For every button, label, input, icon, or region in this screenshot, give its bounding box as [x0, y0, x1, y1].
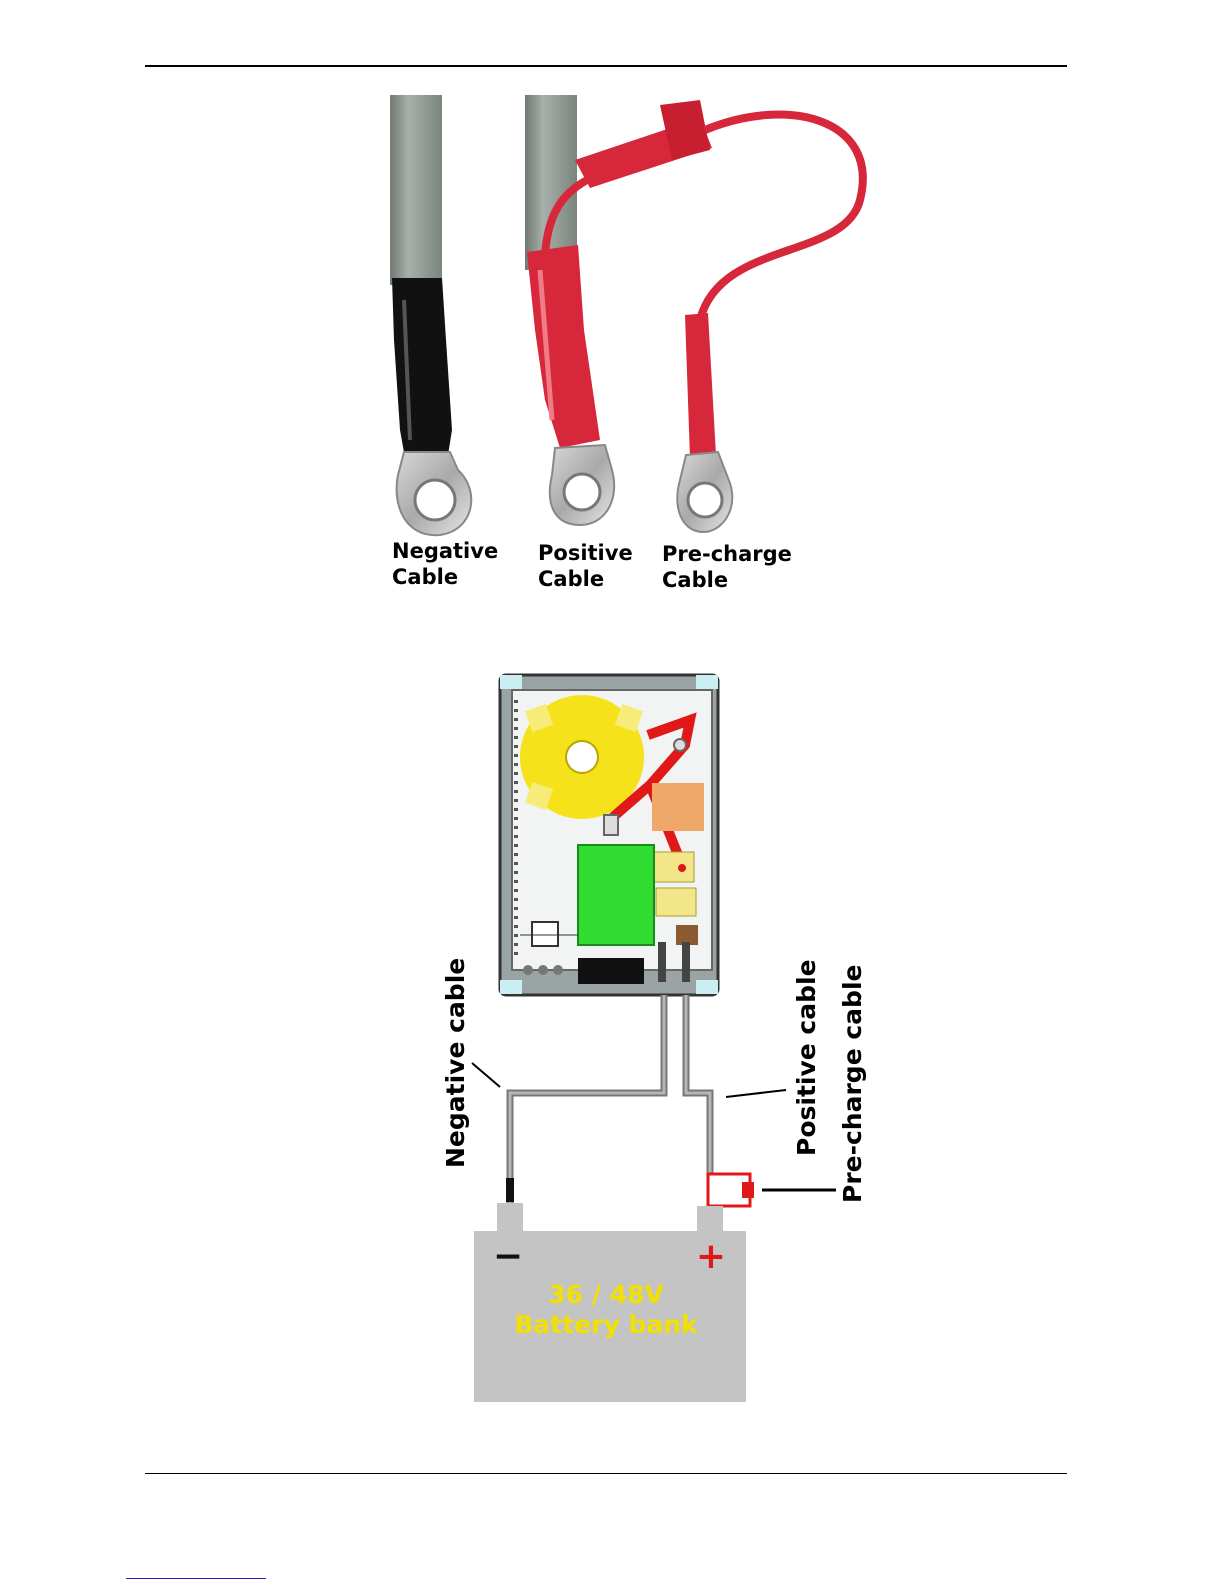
negative-cable-label-2: Cable [392, 565, 458, 589]
positive-cable-label-2: Cable [538, 567, 604, 591]
negative-terminal-sign: − [493, 1236, 523, 1277]
footer-rule [145, 1473, 1067, 1474]
precharge-cable-label-2: Cable [662, 568, 728, 592]
inverter-enclosure [500, 675, 718, 995]
negative-cable-label: Negative [392, 539, 498, 563]
wiring-diagram: − + 36 / 48V Battery bank Negative cable… [441, 675, 867, 1402]
battery-bank: − + 36 / 48V Battery bank [474, 1203, 746, 1402]
positive-cable-diagram-label: Positive cable [792, 959, 821, 1156]
positive-terminal-sign: + [696, 1236, 726, 1277]
negative-cable-photo [390, 95, 471, 535]
battery-wires [472, 995, 836, 1206]
precharge-cable-diagram-label: Pre-charge cable [838, 965, 867, 1203]
control-board [578, 845, 654, 945]
positive-cable-label: Positive [538, 541, 633, 565]
footer-link-underline [126, 1578, 266, 1579]
battery-voltage-label: 36 / 48V [548, 1280, 664, 1309]
cables-photo: Negative Cable Positive Cable Pre-charge… [390, 95, 863, 592]
battery-bank-label: Battery bank [514, 1310, 699, 1339]
precharge-cable-label: Pre-charge [662, 542, 792, 566]
negative-cable-diagram-label: Negative cable [441, 958, 470, 1168]
